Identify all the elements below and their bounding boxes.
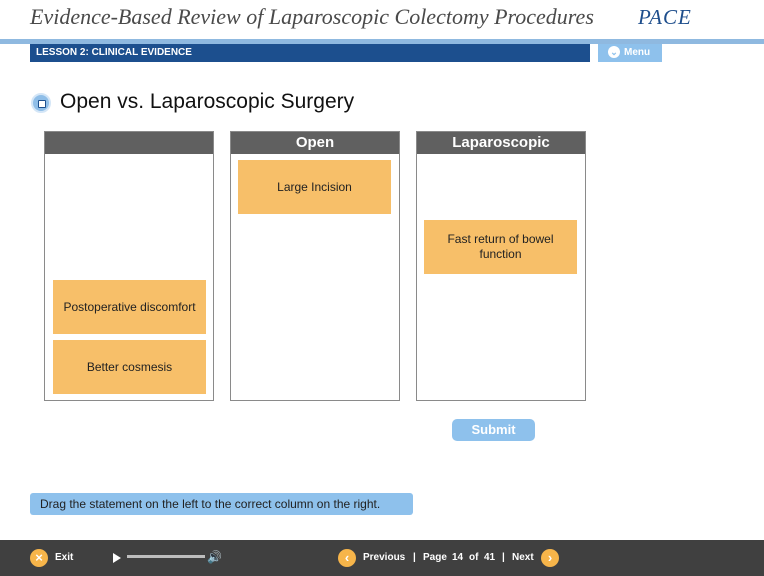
statement-card[interactable]: Large Incision xyxy=(238,160,391,214)
source-column-header xyxy=(45,132,213,154)
separator: | xyxy=(502,552,505,563)
volume-icon[interactable]: 🔊 xyxy=(207,550,222,564)
brand-logo: PACE xyxy=(638,5,692,29)
open-column-header: Open xyxy=(231,132,399,154)
menu-button[interactable]: ⌄ Menu xyxy=(598,44,662,62)
header-divider xyxy=(0,39,764,44)
app-title: Evidence-Based Review of Laparoscopic Co… xyxy=(30,4,594,29)
menu-label: Menu xyxy=(624,47,651,58)
chevron-right-icon[interactable]: › xyxy=(541,549,559,567)
submit-button[interactable]: Submit xyxy=(452,419,535,441)
separator: | xyxy=(413,552,416,563)
chevron-down-icon: ⌄ xyxy=(608,46,620,59)
chevron-left-icon[interactable]: ‹ xyxy=(338,549,356,567)
page-title: Open vs. Laparoscopic Surgery xyxy=(60,90,355,113)
next-button[interactable]: Next xyxy=(512,552,534,563)
lesson-bar: LESSON 2: CLINICAL EVIDENCE xyxy=(30,44,590,62)
page-label: Page xyxy=(423,552,447,563)
page-icon xyxy=(31,93,51,113)
statement-card[interactable]: Better cosmesis xyxy=(53,340,206,394)
instruction-text: Drag the statement on the left to the co… xyxy=(30,493,413,515)
previous-button[interactable]: Previous xyxy=(363,552,406,563)
statement-card[interactable]: Postoperative discomfort xyxy=(53,280,206,334)
audio-progress-track[interactable] xyxy=(127,555,205,558)
current-page: 14 xyxy=(452,552,464,563)
laparoscopic-column-header: Laparoscopic xyxy=(417,132,585,154)
footer-bar: × Exit 🔊 ‹ Previous | Page 14 of 41 | Ne… xyxy=(0,540,764,576)
exit-button[interactable]: Exit xyxy=(55,552,74,563)
close-icon[interactable]: × xyxy=(30,549,48,567)
play-icon[interactable] xyxy=(113,553,121,563)
of-label: of xyxy=(469,552,479,563)
statement-card[interactable]: Fast return of bowel function xyxy=(424,220,577,274)
app-header: Evidence-Based Review of Laparoscopic Co… xyxy=(0,0,764,40)
total-pages: 41 xyxy=(484,552,496,563)
